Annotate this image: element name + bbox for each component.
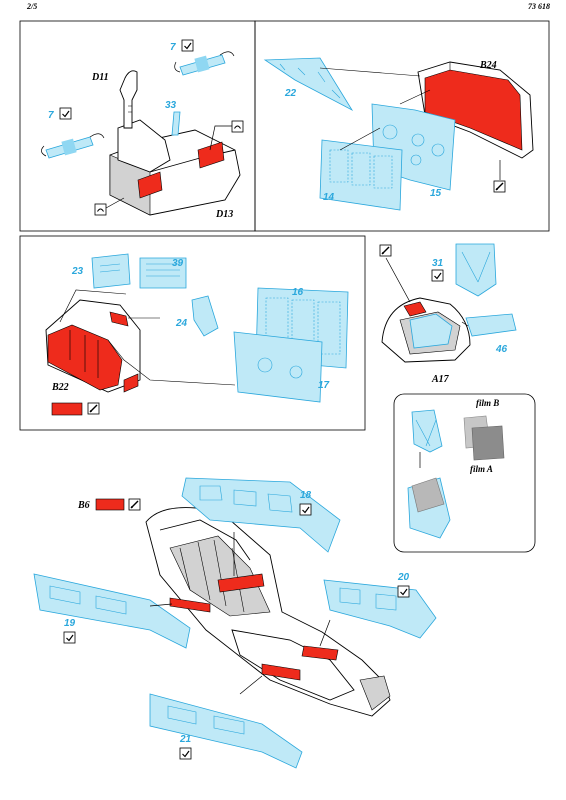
paint-area-left bbox=[137, 171, 163, 199]
part-24: 24 bbox=[175, 318, 188, 329]
label-b6: B6 bbox=[77, 500, 90, 511]
panel-side-console: B22 23 39 24 16 17 bbox=[45, 253, 349, 416]
part-20: 20 bbox=[397, 572, 410, 583]
paint-area-right bbox=[197, 141, 225, 169]
part-23: 23 bbox=[71, 266, 84, 277]
fold-icon bbox=[63, 631, 76, 644]
fold-icon bbox=[179, 747, 192, 760]
panel-film: film B film A bbox=[407, 398, 505, 539]
paint-area-tub-top bbox=[217, 573, 265, 593]
fold-icon bbox=[431, 269, 444, 282]
part-22: 22 bbox=[284, 88, 297, 99]
pe-part-20 bbox=[323, 579, 437, 639]
pe-part-46 bbox=[465, 313, 517, 337]
paint-area-tub-right bbox=[301, 645, 339, 661]
pe-part-22 bbox=[263, 57, 354, 112]
pe-part-24 bbox=[191, 295, 219, 337]
paint-area-a17 bbox=[403, 301, 427, 317]
part-15: 15 bbox=[430, 188, 442, 199]
stick-d11 bbox=[119, 70, 138, 129]
part-14: 14 bbox=[323, 192, 335, 203]
part-18: 18 bbox=[300, 490, 312, 501]
bend-icon bbox=[231, 120, 244, 133]
product-code: 73 618 bbox=[528, 2, 550, 11]
part-39: 39 bbox=[172, 258, 184, 269]
label-film-b: film B bbox=[476, 398, 499, 408]
pe-part-33 bbox=[171, 111, 181, 136]
fold-icon bbox=[397, 585, 410, 598]
paint-area-tub-left bbox=[169, 597, 211, 613]
part-46: 46 bbox=[495, 344, 508, 355]
paint-swatch-b6 bbox=[95, 498, 125, 511]
part-19: 19 bbox=[64, 618, 76, 629]
part-33: 33 bbox=[165, 100, 177, 111]
part-7-top: 7 bbox=[170, 42, 176, 53]
pe-film-frame-top bbox=[411, 409, 443, 453]
panel-instrument-panel: B24 22 15 14 bbox=[263, 57, 534, 211]
label-b22: B22 bbox=[51, 382, 69, 393]
part-7-left: 7 bbox=[48, 110, 54, 121]
page-number: 2/5 bbox=[27, 2, 38, 11]
part-17: 17 bbox=[318, 380, 330, 391]
paint-swatch-icon bbox=[87, 402, 100, 415]
panel-frames bbox=[19, 20, 550, 553]
paint-area-tub-bottom bbox=[261, 663, 301, 681]
label-a17: A17 bbox=[431, 374, 450, 385]
paint-swatch-icon bbox=[493, 180, 506, 193]
label-film-a: film A bbox=[470, 464, 493, 474]
paint-swatch-b22 bbox=[51, 402, 83, 416]
fold-icon bbox=[299, 503, 312, 516]
fold-icon bbox=[59, 107, 72, 120]
paint-swatch-icon bbox=[128, 498, 141, 511]
paint-swatch-icon bbox=[379, 244, 392, 257]
panel-cockpit-tub: B6 18 20 19 21 bbox=[33, 477, 437, 769]
fold-icon bbox=[181, 39, 194, 52]
panel-seat-base: D11 D13 7 7 33 bbox=[41, 39, 244, 220]
pe-part-31 bbox=[455, 243, 497, 297]
pe-part-39 bbox=[139, 257, 187, 289]
part-21: 21 bbox=[179, 734, 192, 745]
pe-part-21 bbox=[149, 693, 303, 769]
label-d13: D13 bbox=[215, 209, 233, 220]
bend-icon bbox=[94, 203, 107, 216]
part-31: 31 bbox=[432, 258, 444, 269]
label-b24: B24 bbox=[479, 60, 497, 71]
label-d11: D11 bbox=[91, 72, 109, 83]
panel-gunsight: A17 31 46 bbox=[379, 243, 517, 385]
part-16: 16 bbox=[292, 287, 304, 298]
pe-part-14 bbox=[319, 139, 403, 211]
pe-part-17 bbox=[233, 331, 323, 403]
